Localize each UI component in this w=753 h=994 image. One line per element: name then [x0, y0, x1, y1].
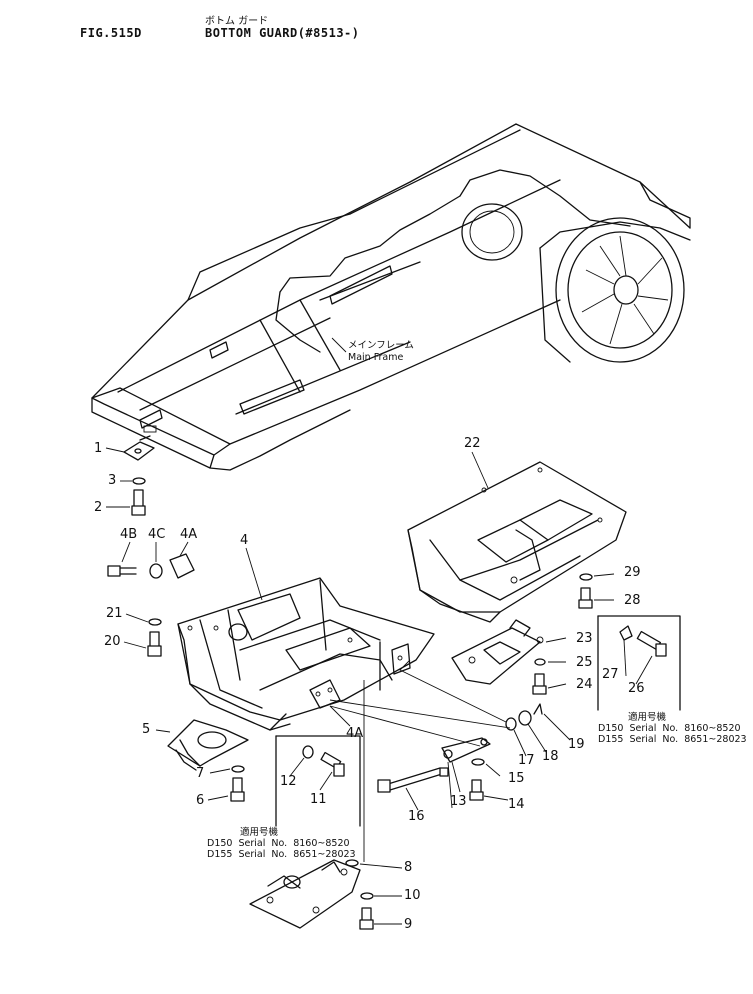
title-japanese: ボトム ガード	[205, 16, 269, 27]
applicability-right-line1: D150 Serial No. 8160~8520	[598, 723, 741, 734]
callout-21: 21	[106, 606, 123, 621]
callout-4b: 4B	[120, 527, 138, 542]
main-frame-label-en: Main Frame	[348, 352, 404, 363]
callout-4c: 4C	[148, 527, 166, 542]
guard-22	[407, 461, 627, 623]
applicability-left-line1: D150 Serial No. 8160~8520	[207, 838, 350, 849]
callout-3: 3	[108, 473, 117, 488]
applicability-right-line2: D155 Serial No. 8651~28023	[598, 734, 747, 745]
callout-25: 25	[576, 655, 593, 670]
callout-5: 5	[142, 722, 151, 737]
hardware-17-19	[505, 703, 543, 731]
callout-27: 27	[602, 667, 619, 682]
applicability-left-heading: 適用号機	[240, 827, 279, 838]
bolts-24-25	[532, 658, 547, 695]
callout-24: 24	[576, 677, 593, 692]
group-26-27	[597, 615, 681, 711]
bracket-23	[451, 619, 544, 685]
callout-19: 19	[568, 737, 585, 752]
callout-13: 13	[450, 794, 467, 809]
main-frame-label-jp: メインフレーム	[348, 340, 414, 351]
callout-6: 6	[196, 793, 205, 808]
applicability-left-line2: D155 Serial No. 8651~28023	[207, 849, 356, 860]
figure-number: FIG.515D	[80, 26, 142, 40]
rod-13-16	[329, 659, 511, 801]
callout-16: 16	[408, 809, 425, 824]
callout-17: 17	[518, 753, 535, 768]
plate-8	[249, 680, 374, 930]
callout-12: 12	[280, 774, 297, 789]
bolt-assembly-1-3	[123, 441, 155, 516]
callout-4a-bottom: 4A	[346, 726, 364, 741]
bolt-20-21	[147, 618, 162, 657]
callout-23: 23	[576, 631, 593, 646]
callout-2: 2	[94, 500, 103, 515]
callout-11: 11	[310, 792, 327, 807]
bolts-28-29	[578, 573, 593, 609]
callout-1: 1	[94, 441, 103, 456]
callout-7: 7	[196, 766, 205, 781]
bottom-guard-4	[177, 577, 435, 731]
bracket-5	[167, 719, 249, 802]
figure-title: BOTTOM GUARD(#8513-)	[205, 26, 360, 40]
callout-9: 9	[404, 917, 413, 932]
leader-lines	[105, 337, 653, 925]
applicability-right-heading: 適用号機	[628, 712, 667, 723]
callout-28: 28	[624, 593, 641, 608]
callout-14: 14	[508, 797, 525, 812]
main-frame-drawing	[91, 123, 691, 471]
callout-4: 4	[240, 533, 249, 548]
callout-8: 8	[404, 860, 413, 875]
callout-4a-top: 4A	[180, 527, 198, 542]
callout-29: 29	[624, 565, 641, 580]
callout-10: 10	[404, 888, 421, 903]
small-parts-4	[107, 553, 195, 579]
callout-18: 18	[542, 749, 559, 764]
callout-22: 22	[464, 436, 481, 451]
callout-26: 26	[628, 681, 645, 696]
group-11-12	[275, 735, 361, 827]
callout-15: 15	[508, 771, 525, 786]
callout-20: 20	[104, 634, 121, 649]
